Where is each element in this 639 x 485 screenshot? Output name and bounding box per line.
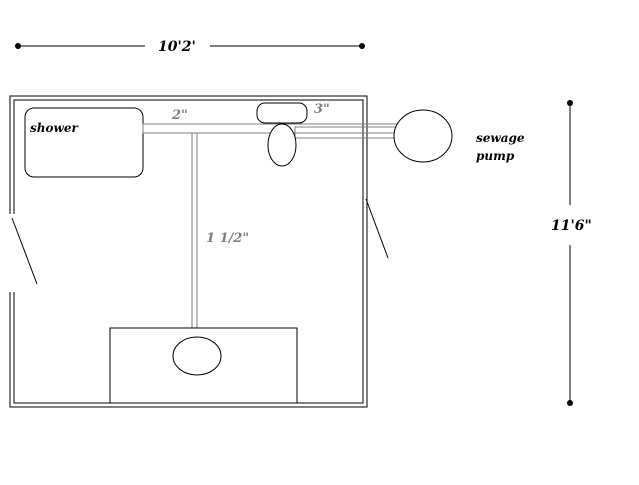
dimension-endpoint (567, 400, 573, 406)
sink-pipe: 1 1/2" (191, 132, 249, 330)
height-label: 11'6" (551, 218, 592, 234)
left-door (11, 217, 38, 285)
sink-basin (172, 336, 222, 376)
sewage-pump: sewage pump (393, 109, 525, 163)
sewage-pump-label-line1: sewage (476, 131, 525, 145)
main-pipe-label: 2" (171, 108, 188, 123)
right-door (365, 198, 389, 259)
dimension-endpoint (567, 100, 573, 106)
shower-label: shower (30, 121, 79, 135)
width-dimension: 10'2' (15, 39, 365, 55)
width-label: 10'2' (158, 39, 196, 55)
sewage-pump-label-line2: pump (476, 149, 515, 163)
shower: shower (24, 107, 144, 178)
height-dimension: 11'6" (551, 100, 592, 406)
toilet: 3" (256, 102, 330, 167)
sink-pipe-label: 1 1/2" (206, 231, 249, 246)
vanity-sink (109, 327, 298, 404)
dimension-endpoint (359, 43, 365, 49)
dimension-endpoint (15, 43, 21, 49)
toilet-pipe-label: 3" (314, 102, 330, 117)
room-walls (9, 95, 368, 408)
